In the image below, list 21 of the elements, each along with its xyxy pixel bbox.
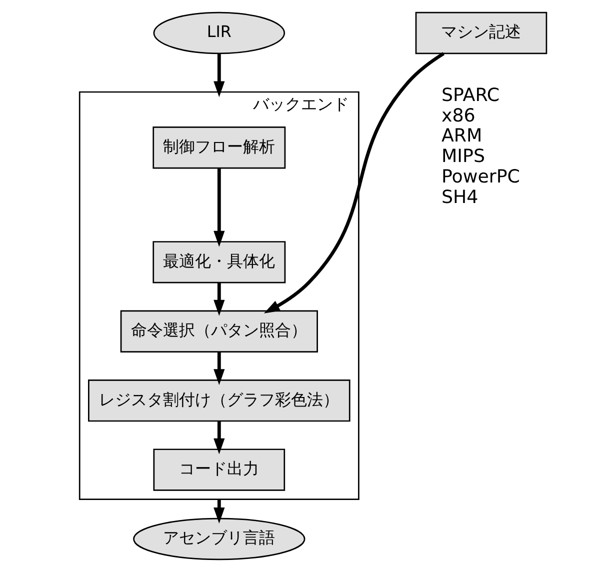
arrow [213,499,224,524]
label: PowerPC [441,166,520,188]
node-box: レジスタ割付け（グラフ彩色法） [88,379,350,422]
node-ellipse: LIR [152,12,285,54]
label: SH4 [441,186,478,208]
arrow [213,421,224,454]
node-ellipse: アセンブリ言語 [132,518,305,560]
arrow [263,52,444,314]
arrow [213,54,224,98]
arrow [213,168,224,247]
arrow [213,352,224,386]
node-box: 最適化・具体化 [152,241,286,284]
label: SPARC [441,84,500,106]
node-box: コード出力 [152,448,285,491]
node-box: 命令選択（パタン照合） [120,310,318,352]
label: ARM [441,126,482,147]
node-box: マシン記述 [414,12,547,54]
label: MIPS [441,146,484,168]
label: x86 [441,105,475,126]
arrow [213,282,224,316]
node-box: 制御フロー解析 [152,126,286,169]
